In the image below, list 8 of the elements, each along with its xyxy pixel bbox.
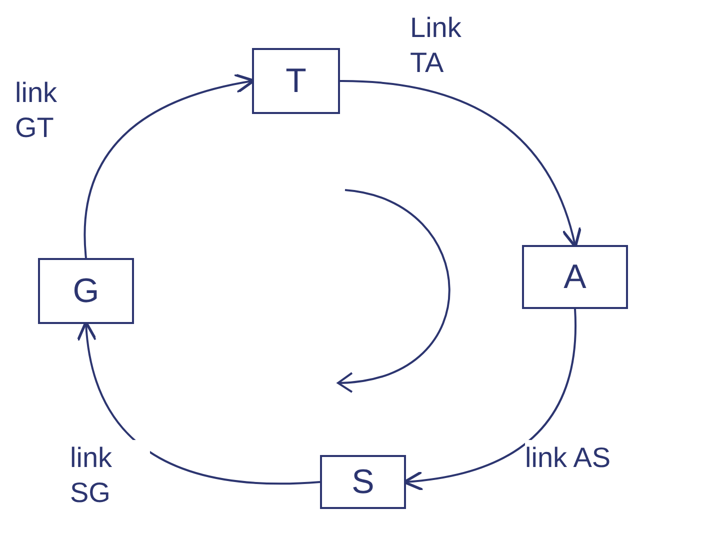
node-box bbox=[252, 48, 340, 114]
node-box bbox=[522, 245, 628, 309]
node-box bbox=[320, 455, 406, 509]
node-box bbox=[38, 258, 134, 324]
node-label: A bbox=[564, 256, 586, 298]
node-label: T bbox=[286, 60, 306, 102]
node-label: G bbox=[72, 270, 100, 312]
node-label: S bbox=[352, 462, 374, 502]
